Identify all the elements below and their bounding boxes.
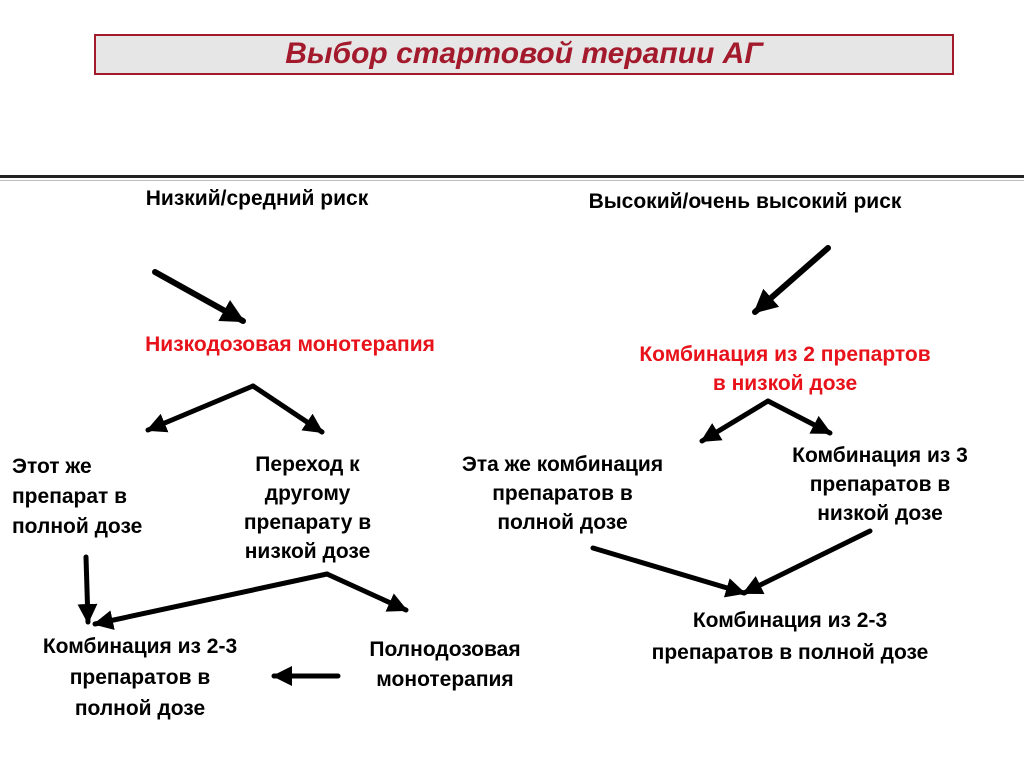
same-drug-full-node: Этот же препарат в полной дозе <box>12 455 143 538</box>
divider <box>0 175 1024 181</box>
low-risk-label: Низкий/средний риск <box>145 187 369 210</box>
switch-drug-node: Переход к другому препарату в низкой доз… <box>243 453 372 563</box>
combo-2-3-full-right-node: Комбинация из 2-3 препаратов в полной до… <box>651 609 929 664</box>
high-risk-label: Высокий/очень высокий риск <box>588 190 902 213</box>
arrow-lowrisk-to-mono <box>152 269 246 324</box>
arrow-switch-to-combo23 <box>92 571 330 630</box>
same-combo-full-node: Эта же комбинация препаратов в полной до… <box>461 453 664 534</box>
three-drug-low-node: Комбинация из 3 препаратов в низкой дозе <box>792 444 968 525</box>
low-dose-mono-node: Низкодозовая монотерапия <box>145 333 435 356</box>
two-drug-combo-node: Комбинация из 2 препартов в низкой дозе <box>639 343 931 395</box>
arrow-same-drug-to-combo23 <box>77 554 98 625</box>
full-dose-mono-node: Полнодозовая монотерапия <box>369 638 521 691</box>
title-box <box>94 34 954 75</box>
arrow-switch-to-fullmono <box>324 571 409 613</box>
arrow-mono-to-switch <box>250 383 325 435</box>
arrow-three-to-combo23 <box>741 528 873 596</box>
page-title: Выбор стартовой терапии АГ <box>285 37 763 70</box>
arrow-highrisk-to-combo <box>752 245 831 315</box>
arrow-samecombo-to-combo23 <box>590 545 747 598</box>
arrow-mono-to-same-drug <box>145 383 256 433</box>
combo-2-3-full-left-node: Комбинация из 2-3 препаратов в полной до… <box>42 635 238 720</box>
arrow-combo-to-same-combo <box>699 398 771 444</box>
arrow-combo-to-three <box>765 398 833 436</box>
